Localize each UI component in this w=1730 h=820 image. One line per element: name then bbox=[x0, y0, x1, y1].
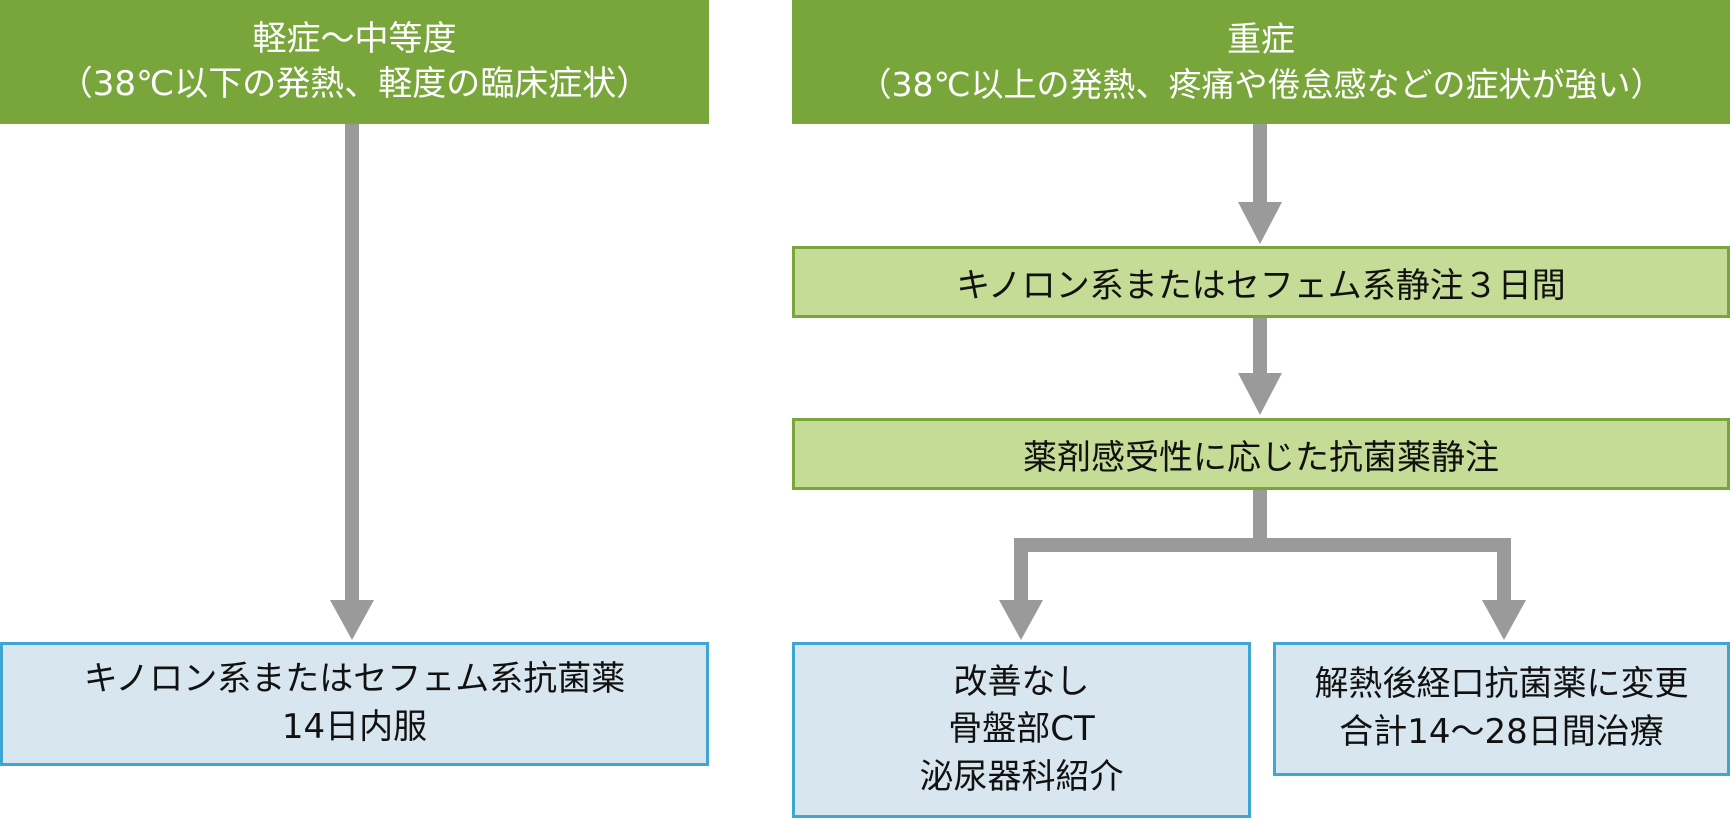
branch-stem bbox=[1253, 490, 1267, 544]
arrow-severe-1-head bbox=[1238, 202, 1282, 244]
outcome-switch-oral-line2: 合計14～28日間治療 bbox=[1339, 712, 1664, 752]
branch-bar bbox=[1014, 538, 1511, 552]
arrow-severe-1-shaft bbox=[1253, 124, 1267, 206]
outcome-no-improvement-line2: 骨盤部CT bbox=[948, 709, 1095, 750]
outcome-no-improvement-line1: 改善なし bbox=[953, 661, 1090, 702]
step-iv-3days-label: キノロン系またはセフェム系静注３日間 bbox=[956, 265, 1566, 306]
step-iv-susceptibility-label: 薬剤感受性に応じた抗菌薬静注 bbox=[1023, 437, 1499, 478]
header-mild-criteria: （38℃以下の発熱、軽度の臨床症状） bbox=[58, 64, 651, 104]
header-severe: 重症 （38℃以上の発熱、疼痛や倦怠感などの症状が強い） bbox=[792, 0, 1730, 124]
header-severe-title: 重症 bbox=[1227, 19, 1295, 60]
branch-left-shaft bbox=[1014, 538, 1028, 604]
branch-right-head bbox=[1482, 600, 1526, 640]
outcome-mild-line1: キノロン系またはセフェム系抗菌薬 bbox=[83, 659, 626, 700]
outcome-no-improvement: 改善なし 骨盤部CT 泌尿器科紹介 bbox=[792, 642, 1251, 818]
outcome-switch-oral: 解熱後経口抗菌薬に変更 合計14～28日間治療 bbox=[1273, 642, 1730, 776]
branch-right-shaft bbox=[1497, 538, 1511, 604]
outcome-switch-oral-line1: 解熱後経口抗菌薬に変更 bbox=[1314, 664, 1689, 705]
arrow-severe-2-head bbox=[1238, 373, 1282, 415]
header-mild: 軽症～中等度 （38℃以下の発熱、軽度の臨床症状） bbox=[0, 0, 709, 124]
step-iv-susceptibility: 薬剤感受性に応じた抗菌薬静注 bbox=[792, 418, 1730, 490]
outcome-mild-line2: 14日内服 bbox=[281, 707, 428, 747]
outcome-no-improvement-line3: 泌尿器科紹介 bbox=[919, 756, 1124, 797]
arrow-mild-head bbox=[330, 600, 374, 640]
arrow-mild-shaft bbox=[345, 124, 359, 602]
step-iv-3days: キノロン系またはセフェム系静注３日間 bbox=[792, 246, 1730, 318]
branch-left-head bbox=[999, 600, 1043, 640]
header-mild-title: 軽症～中等度 bbox=[252, 19, 457, 60]
header-severe-criteria: （38℃以上の発熱、疼痛や倦怠感などの症状が強い） bbox=[858, 64, 1664, 104]
outcome-mild-oral: キノロン系またはセフェム系抗菌薬 14日内服 bbox=[0, 642, 709, 766]
arrow-severe-2-shaft bbox=[1253, 318, 1267, 376]
